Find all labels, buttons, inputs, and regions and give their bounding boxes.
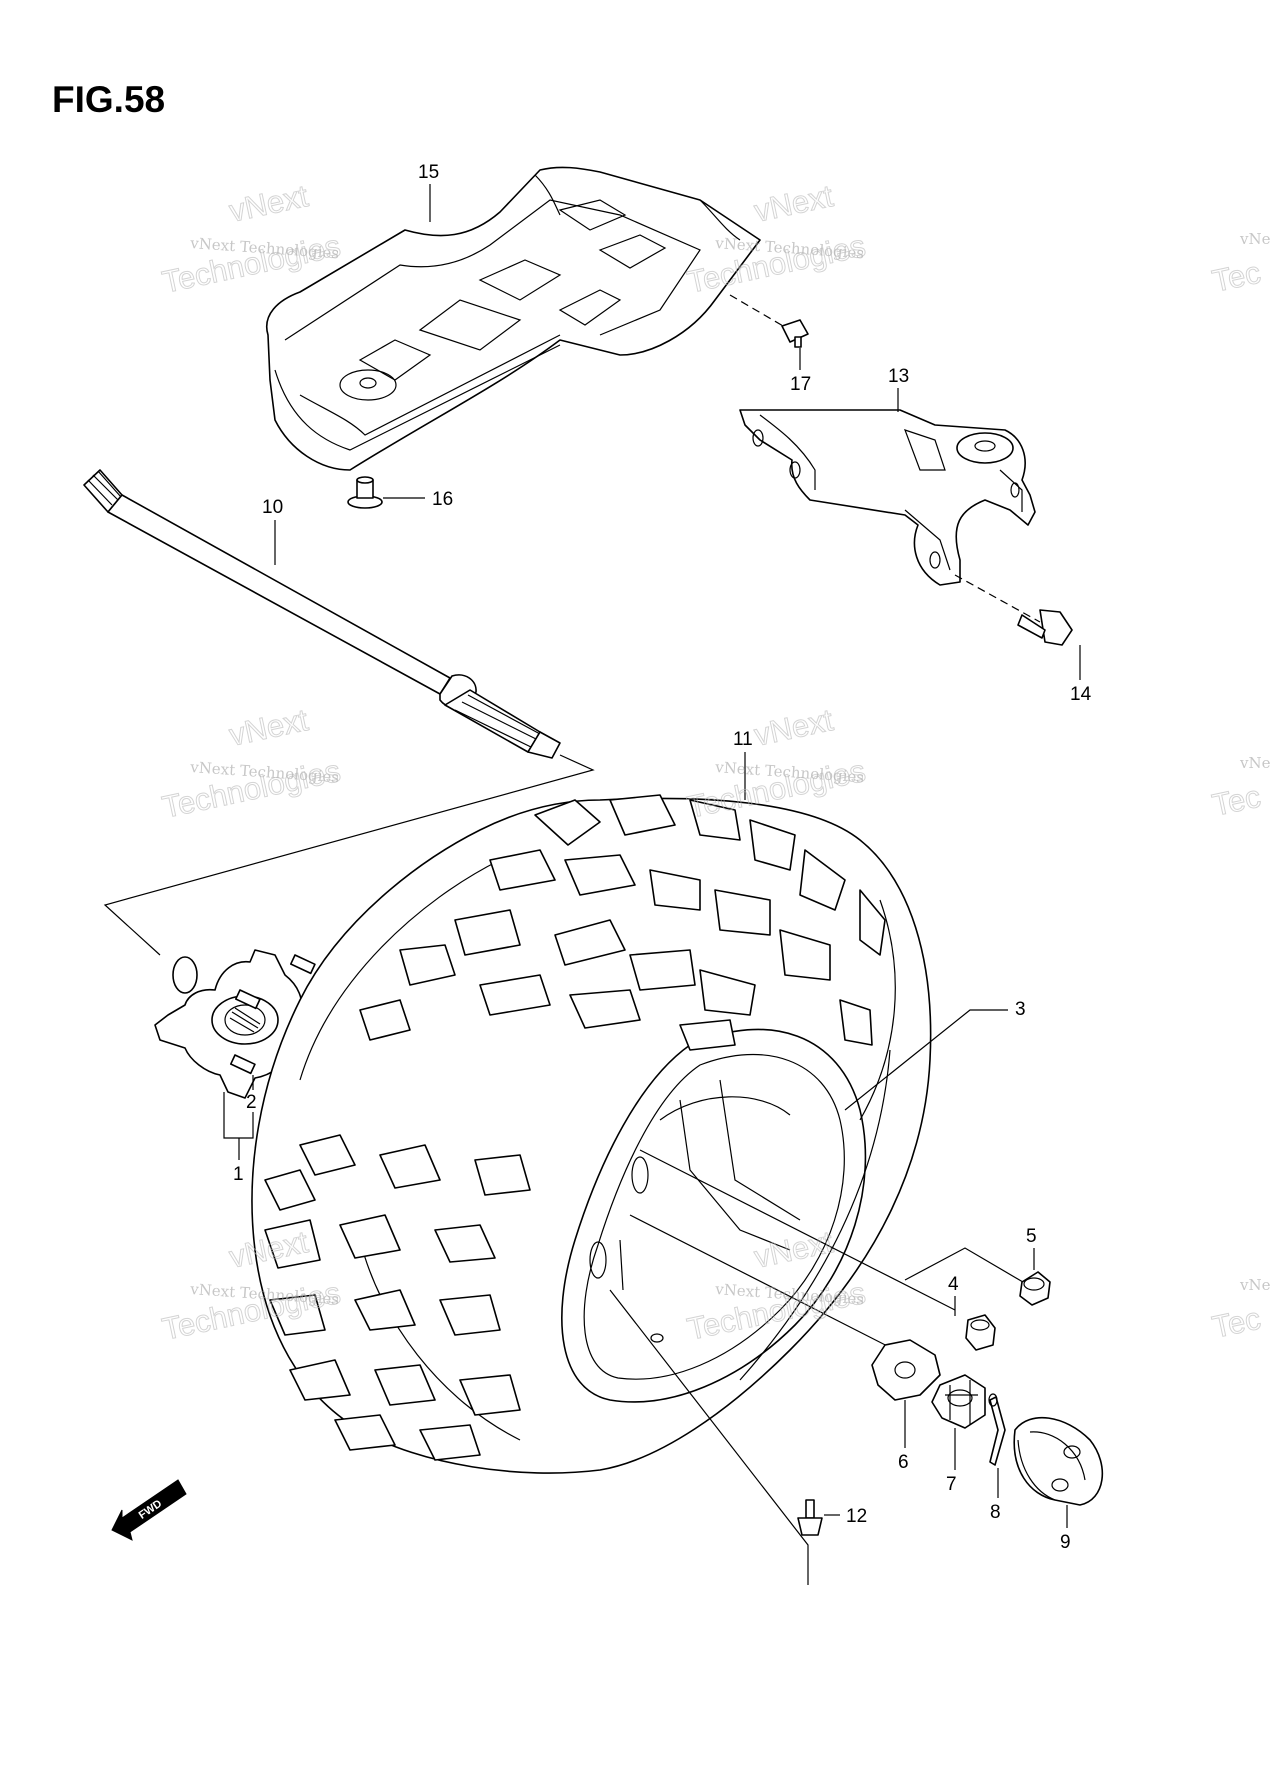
- watermark-top-left: vNext vNext Technologies Technologies: [159, 178, 344, 301]
- watermark-text: Tec: [1209, 779, 1263, 823]
- callout-15: 15: [418, 162, 439, 183]
- callout-8: 8: [990, 1502, 1001, 1523]
- leader-rim-hardware: [609, 1149, 1029, 1585]
- leader-10-assembly: [103, 754, 595, 956]
- part-15-skid-plate: [265, 166, 761, 471]
- watermark-text: Tec: [1209, 1301, 1263, 1345]
- leader-3: [844, 1009, 1008, 1111]
- watermark-text: vNe: [1239, 230, 1271, 248]
- callout-9: 9: [1060, 1532, 1071, 1553]
- callout-5: 5: [1026, 1226, 1037, 1247]
- watermark-text: vNext: [226, 702, 311, 753]
- watermark-mid-center: vNext vNext Technologies Technologies: [684, 702, 869, 826]
- watermark-text: vNe: [1239, 754, 1271, 772]
- fwd-direction-arrow: FWD: [111, 1479, 187, 1541]
- part-11-tire: [251, 794, 932, 1474]
- part-7-castle-nut: [931, 1374, 986, 1429]
- watermark-right-edge: vNe Tec vNe Tec vNe Tec: [1209, 230, 1271, 1345]
- callout-1: 1: [233, 1164, 244, 1185]
- part-16-grommet: [347, 476, 383, 509]
- part-10-drive-shaft: [83, 469, 561, 759]
- callout-2: 2: [246, 1092, 257, 1113]
- watermark-text: vNext: [751, 702, 836, 753]
- callout-7: 7: [946, 1474, 957, 1495]
- watermark-text: vNext: [226, 178, 311, 229]
- watermark-mid-left: vNext vNext Technologies Technologies: [159, 702, 344, 826]
- part-5-nut-cap: [1019, 1271, 1051, 1306]
- part-13-bracket: [739, 409, 1036, 586]
- part-9-hub-cap: [1013, 1416, 1104, 1506]
- watermark-text: vNe: [1239, 1276, 1271, 1294]
- part-4-nut: [965, 1314, 996, 1351]
- callout-17: 17: [790, 374, 811, 395]
- figure-title: FIG.58: [52, 79, 165, 120]
- part-12-valve: [797, 1499, 823, 1536]
- watermark-text: Tec: [1209, 255, 1263, 299]
- part-14-bolt: [954, 574, 1073, 646]
- part-17-bolt: [729, 294, 809, 348]
- callout-11: 11: [733, 729, 753, 750]
- callout-4: 4: [948, 1274, 959, 1295]
- callout-3: 3: [1015, 999, 1026, 1020]
- part-8-cotter-pin: [988, 1393, 1006, 1466]
- callout-16: 16: [432, 489, 453, 510]
- callout-14: 14: [1070, 684, 1092, 705]
- callout-12: 12: [846, 1506, 867, 1527]
- watermark-text: vNext: [751, 178, 836, 229]
- callout-6: 6: [898, 1452, 909, 1473]
- callout-10: 10: [262, 497, 283, 518]
- callout-13: 13: [888, 366, 909, 387]
- part-6-washer: [871, 1339, 941, 1401]
